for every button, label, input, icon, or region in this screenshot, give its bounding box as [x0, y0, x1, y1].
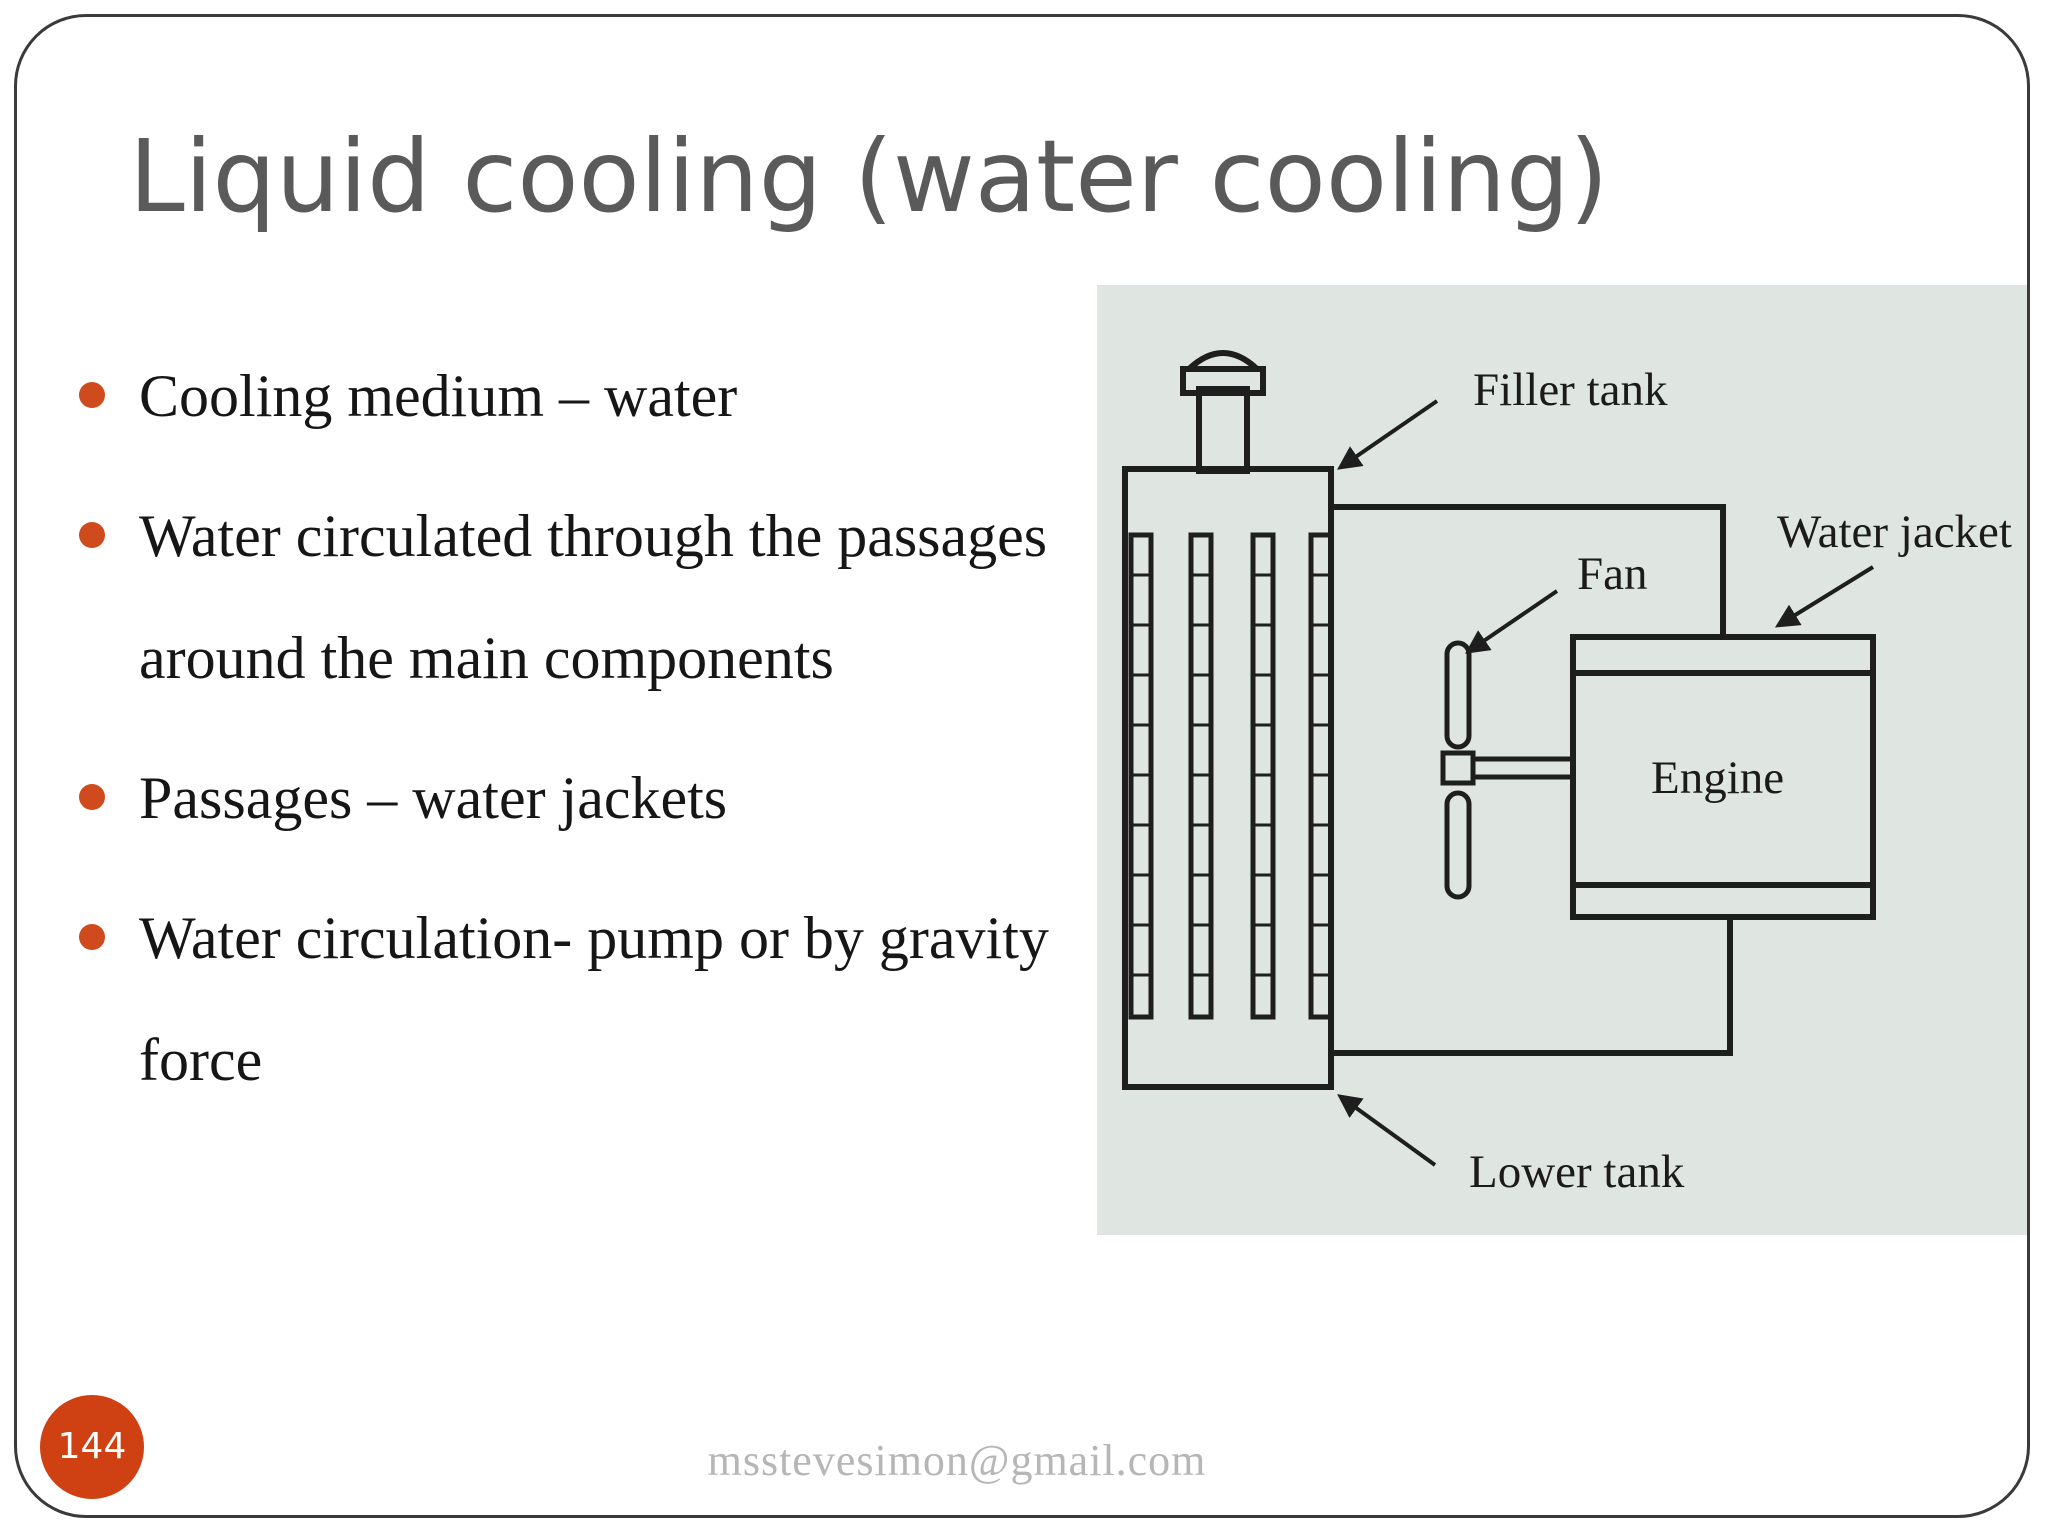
bullet-text: Water circulated through the passages ar… [139, 503, 1048, 691]
footer-email: msstevesimon@gmail.com [707, 1436, 1207, 1485]
fan-arrow [1465, 589, 1559, 654]
filler-cap-base [1180, 366, 1266, 396]
bullet-list: Cooling medium – water Water circulated … [67, 335, 1077, 1139]
bullet-text: Cooling medium – water [139, 363, 738, 429]
engine-label: Engine [1651, 752, 1784, 804]
bullet-text: Passages – water jackets [139, 765, 728, 831]
slide-title: Liquid cooling (water cooling) [129, 118, 1609, 235]
lower-hose [1331, 917, 1733, 1056]
fan-blade-top [1444, 640, 1472, 750]
lower-tank-arrow [1337, 1094, 1437, 1167]
radiator-fins [1131, 573, 1331, 977]
diagram-svg: Filler tank Water jacket Fan Engine Lowe… [1097, 285, 2027, 1235]
cooling-system-diagram: Filler tank Water jacket Fan Engine Lowe… [1097, 285, 2027, 1235]
bullet-item: Water circulation- pump or by gravity fo… [67, 877, 1077, 1121]
fan-hub [1440, 750, 1476, 786]
bullet-dot-icon [79, 784, 105, 810]
bullet-dot-icon [79, 522, 105, 548]
water-jacket-label: Water jacket [1777, 506, 2012, 558]
upper-hose [1331, 504, 1726, 637]
label-arrows [1337, 399, 1875, 1167]
slide-number-badge: 144 [40, 1395, 144, 1499]
filler-tank-arrow [1337, 399, 1439, 470]
filler-cap-dome [1186, 350, 1260, 372]
filler-tank-label: Filler tank [1473, 364, 1668, 416]
fan-label: Fan [1577, 548, 1648, 600]
water-jacket-arrow [1774, 565, 1875, 628]
slide-frame: Liquid cooling (water cooling) Cooling m… [14, 14, 2030, 1518]
fan [1440, 640, 1573, 900]
filler-neck [1196, 386, 1250, 474]
lower-tank-label: Lower tank [1469, 1146, 1685, 1198]
bullet-item: Water circulated through the passages ar… [67, 475, 1077, 719]
bullet-text: Water circulation- pump or by gravity fo… [139, 905, 1049, 1093]
bullet-item: Passages – water jackets [67, 737, 1077, 859]
bullet-item: Cooling medium – water [67, 335, 1077, 457]
fan-blade-bottom [1444, 790, 1472, 900]
bullet-dot-icon [79, 382, 105, 408]
hoses [1331, 504, 1733, 1056]
bullet-dot-icon [79, 924, 105, 950]
